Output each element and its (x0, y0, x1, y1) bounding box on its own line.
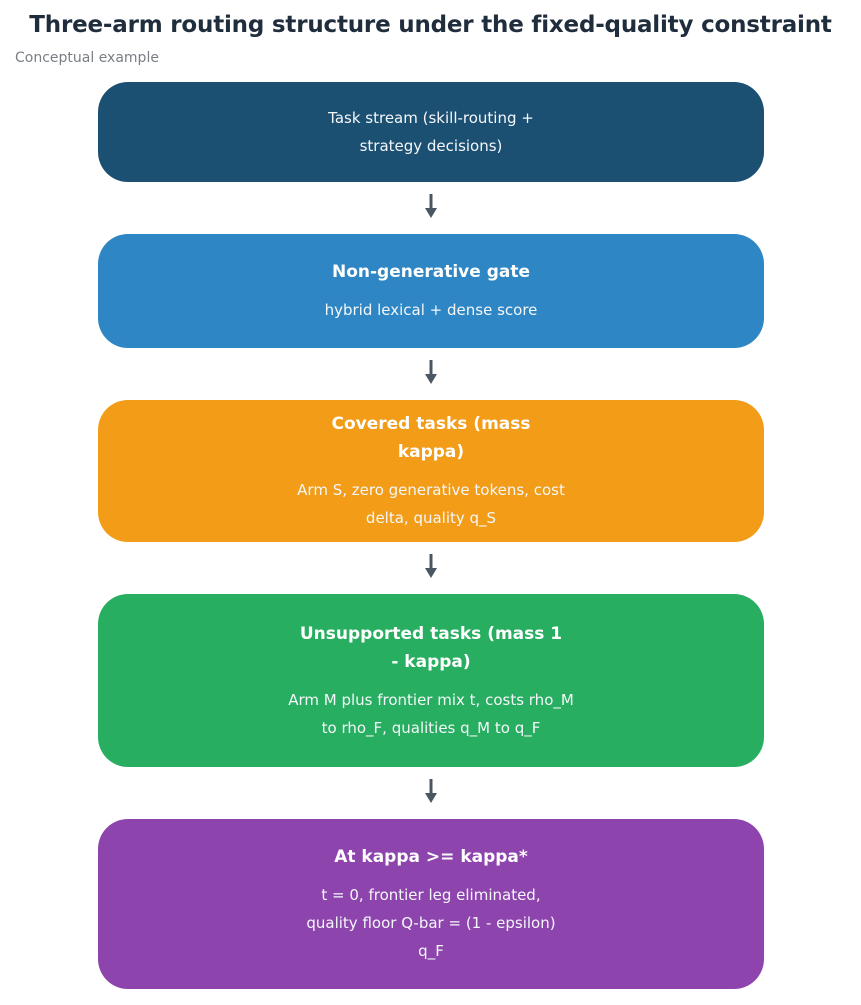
unsupported-tasks-heading: Unsupported tasks (mass 1 - kappa) (299, 623, 563, 672)
arrow-down-icon (425, 779, 437, 803)
kappa-threshold-heading: At kappa >= kappa* (334, 847, 528, 867)
arrow-down-icon (425, 194, 437, 218)
arrow-down-icon (425, 360, 437, 384)
covered-tasks-body: Arm S, zero generative tokens, cost delt… (297, 481, 565, 527)
kappa-threshold-box: At kappa >= kappa* t = 0, frontier leg e… (98, 819, 764, 989)
diagram-subtitle: Conceptual example (15, 50, 159, 66)
diagram-title: Three-arm routing structure under the fi… (29, 12, 832, 38)
non-generative-gate-box: Non-generative gate hybrid lexical + den… (98, 234, 764, 348)
covered-tasks-heading: Covered tasks (mass kappa) (331, 414, 531, 462)
non-generative-gate-heading: Non-generative gate (331, 262, 531, 282)
arrow-down-icon (425, 554, 437, 578)
covered-tasks-box: Covered tasks (mass kappa) Arm S, zero g… (98, 400, 764, 542)
task-stream-box: Task stream (skill-routing + strategy de… (98, 82, 764, 182)
task-stream-body: Task stream (skill-routing + strategy de… (328, 109, 534, 155)
non-generative-gate-body: hybrid lexical + dense score (324, 301, 538, 319)
kappa-threshold-body: t = 0, frontier leg eliminated, quality … (306, 886, 556, 960)
unsupported-tasks-box: Unsupported tasks (mass 1 - kappa) Arm M… (98, 594, 764, 767)
unsupported-tasks-body: Arm M plus frontier mix t, costs rho_M t… (288, 690, 574, 737)
